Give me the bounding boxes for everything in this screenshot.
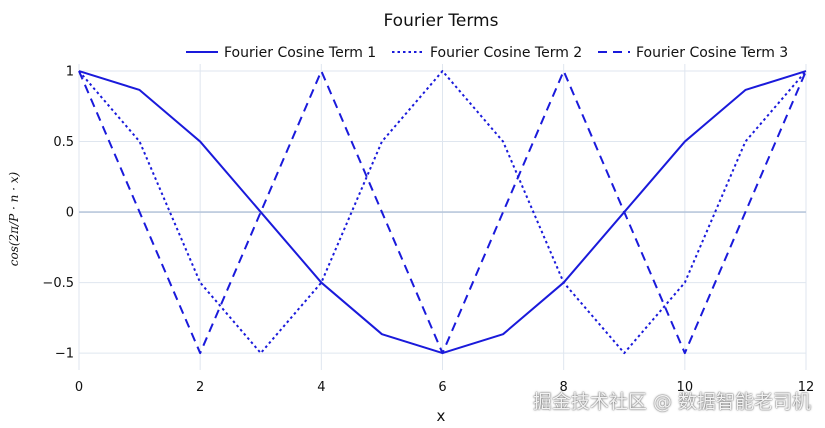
legend: Fourier Cosine Term 1 Fourier Cosine Term…: [186, 45, 788, 61]
series-line-3: [78, 70, 807, 355]
y-tick-label: 0: [66, 206, 74, 221]
y-axis-title: cos(2π/P · n · x): [7, 171, 21, 266]
legend-label-2: Fourier Cosine Term 2: [430, 45, 582, 61]
y-axis-ticks: 1 0.5 0 −0.5 −1: [42, 65, 74, 362]
x-tick-label: 8: [560, 380, 568, 395]
x-axis-title: x: [437, 407, 446, 425]
legend-label-3: Fourier Cosine Term 3: [636, 45, 788, 61]
y-tick-label: −1: [55, 347, 74, 362]
x-tick-label: 2: [196, 380, 204, 395]
watermark: 掘金技术社区 @ 数据智能老司机: [532, 391, 811, 413]
x-tick-label: 10: [677, 380, 694, 395]
x-tick-label: 4: [317, 380, 325, 395]
chart-title: Fourier Terms: [384, 11, 499, 31]
x-axis-ticks: 0 2 4 6 8 10 12: [75, 380, 814, 395]
y-tick-label: −0.5: [42, 276, 74, 291]
x-tick-label: 12: [798, 380, 815, 395]
series-line-2: [78, 70, 807, 355]
series-group: [78, 70, 807, 355]
x-tick-label: 0: [75, 380, 83, 395]
legend-label-1: Fourier Cosine Term 1: [224, 45, 376, 61]
x-tick-label: 6: [438, 380, 446, 395]
y-tick-label: 1: [66, 65, 74, 80]
y-tick-label: 0.5: [53, 135, 74, 150]
